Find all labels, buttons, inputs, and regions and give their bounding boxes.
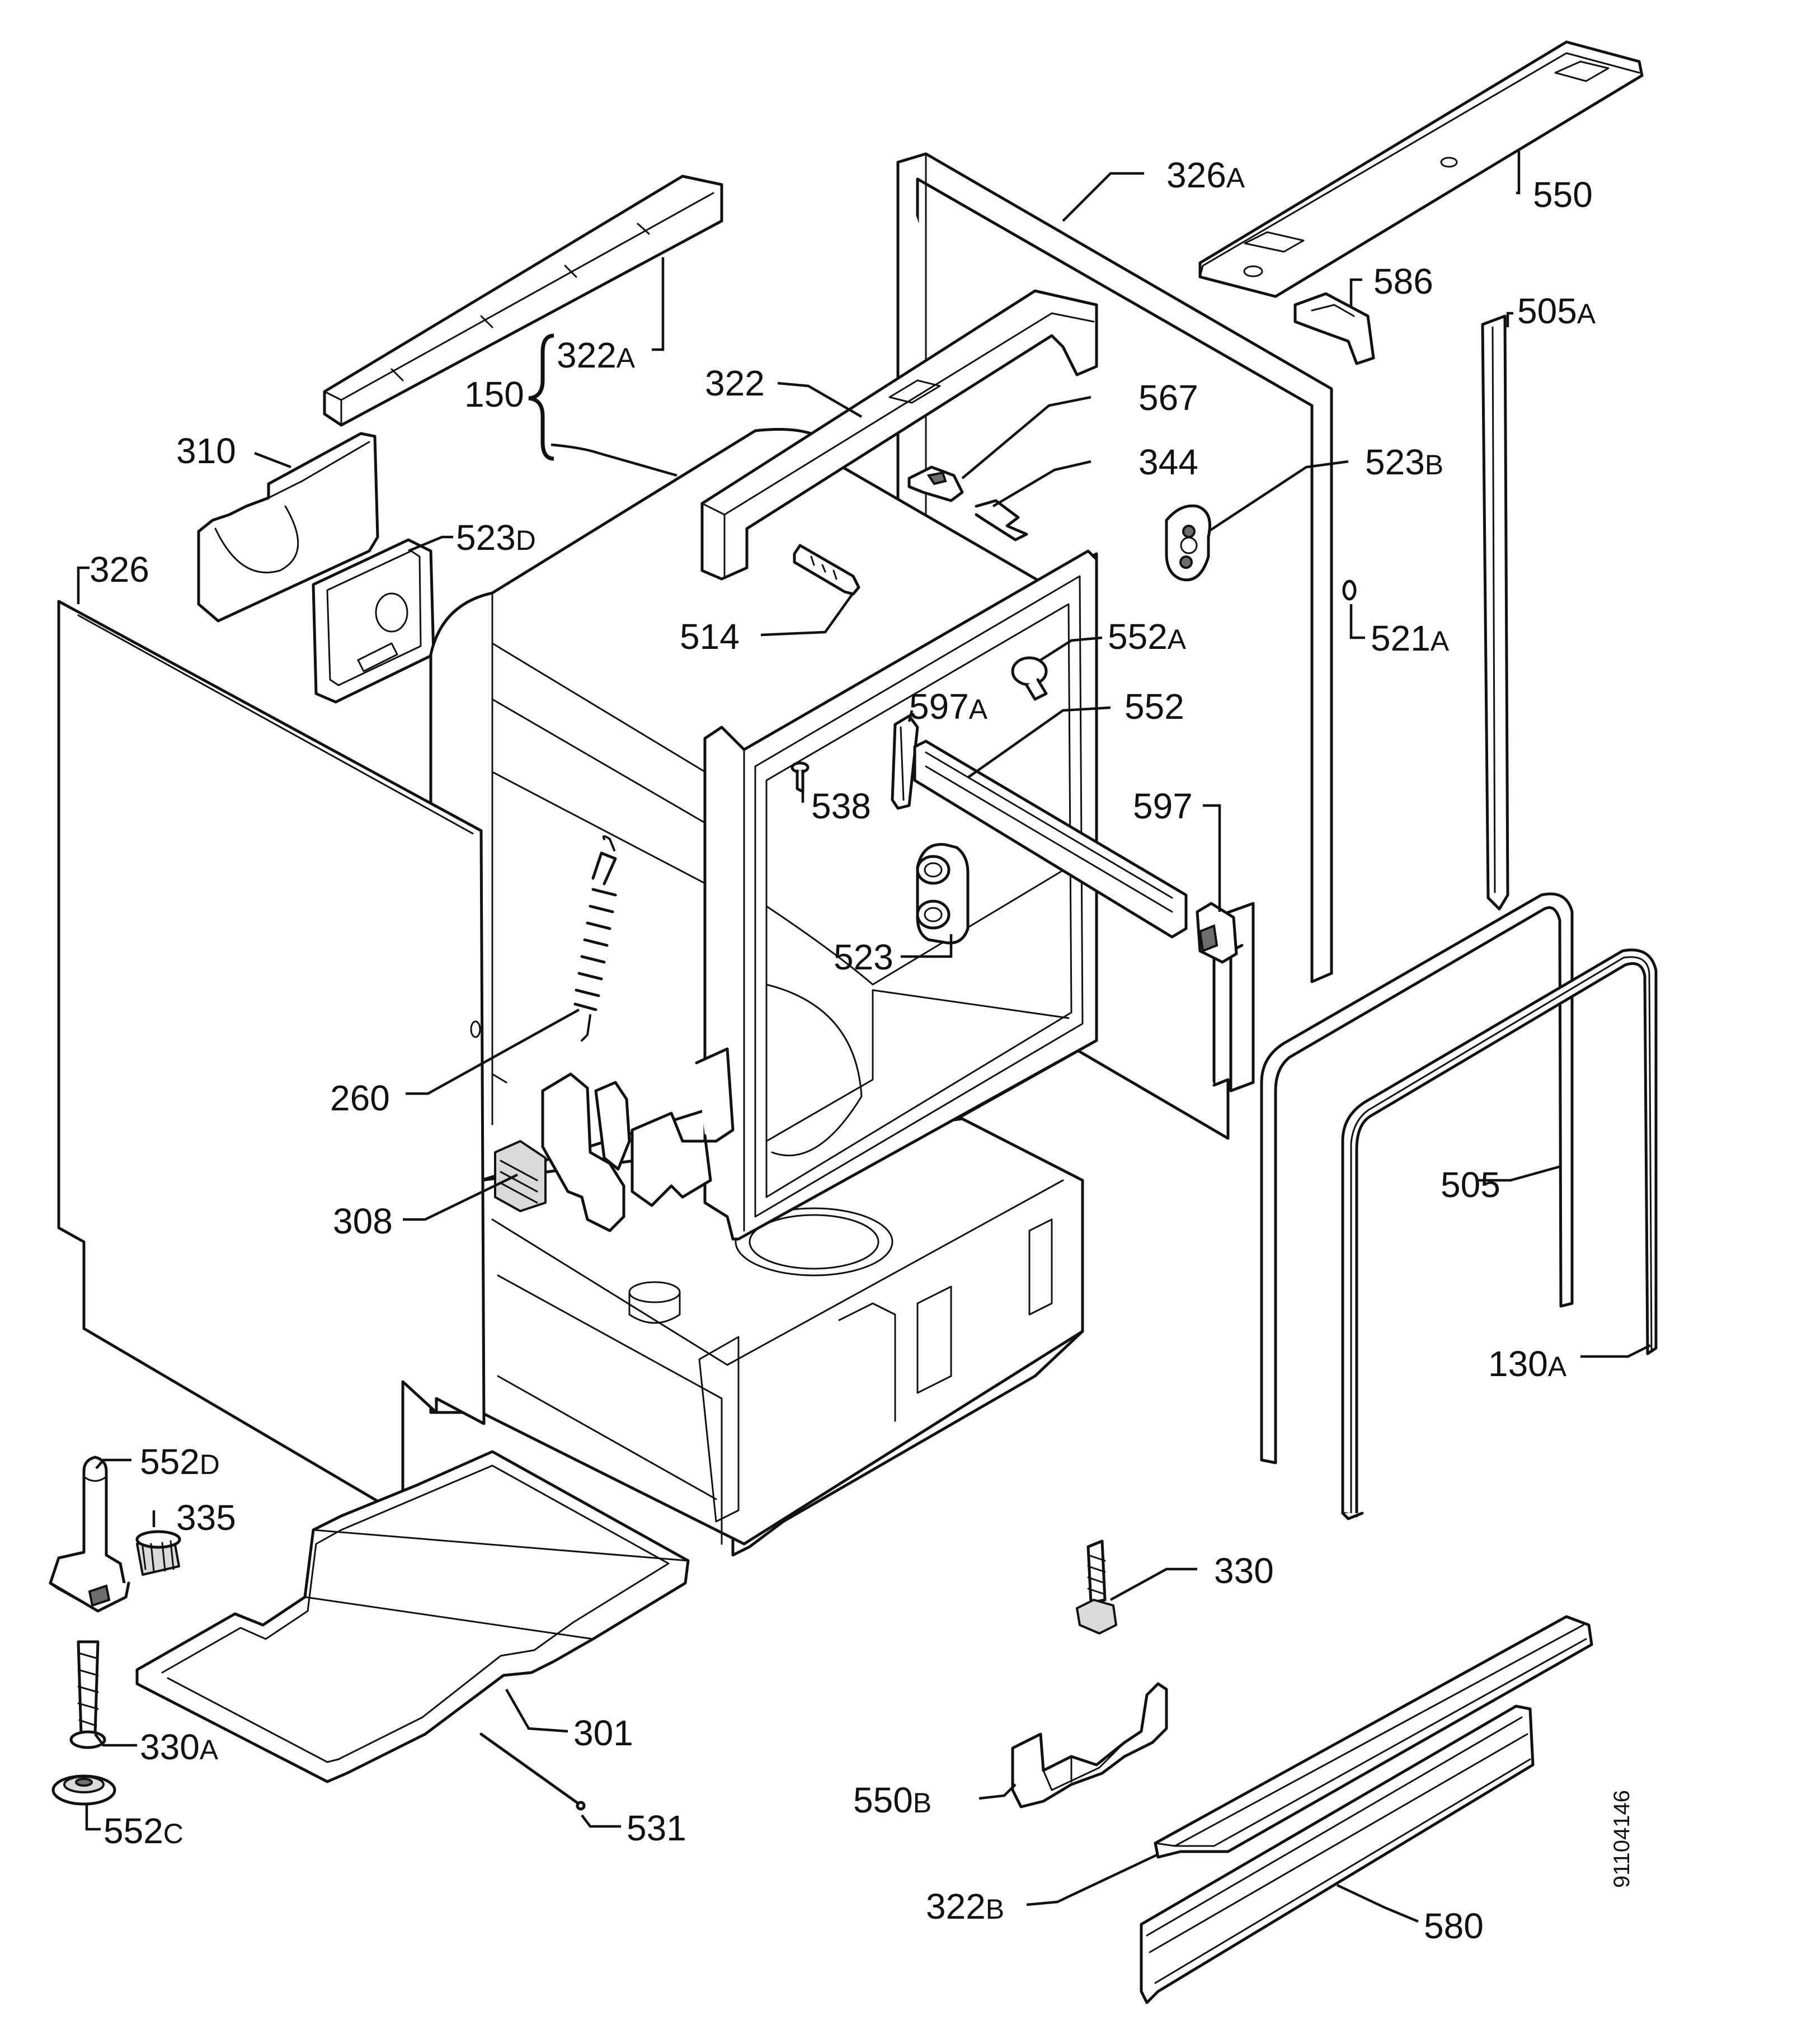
callout-531: 531 xyxy=(627,1808,686,1848)
part-322-door-trim xyxy=(700,289,1098,581)
part-597-block xyxy=(1196,902,1238,964)
part-260-spring xyxy=(573,835,617,1042)
callout-580: 580 xyxy=(1424,1906,1484,1946)
part-308-hinge xyxy=(494,1072,631,1232)
callout-260: 260 xyxy=(330,1078,390,1118)
callout-567: 567 xyxy=(1138,378,1198,418)
callout-550: 550 xyxy=(1533,175,1593,215)
callout-523D: 523D xyxy=(456,517,536,558)
callout-322: 322 xyxy=(705,363,765,403)
callout-597: 597 xyxy=(1133,786,1193,826)
part-505A-strip xyxy=(1481,314,1509,911)
callout-550B: 550B xyxy=(853,1780,931,1820)
callout-labels: 322A 150 310 523D 326 322 326A 550 586 5… xyxy=(90,155,1596,1946)
part-door-frame xyxy=(631,549,1098,1241)
part-552-rail xyxy=(913,740,1188,939)
part-567-clip xyxy=(907,465,964,502)
callout-322A: 322A xyxy=(557,335,636,375)
part-550-top-rail xyxy=(1198,40,1644,298)
callout-523B: 523B xyxy=(1365,442,1443,482)
part-550B-bracket xyxy=(1011,1682,1168,1808)
part-322A-trim xyxy=(323,175,723,427)
callout-505A: 505A xyxy=(1517,291,1596,331)
callout-505: 505 xyxy=(1441,1165,1500,1205)
callout-301: 301 xyxy=(573,1713,633,1753)
part-552A-knob xyxy=(1011,656,1048,701)
part-330-screw xyxy=(1076,1539,1117,1635)
callout-523: 523 xyxy=(834,937,893,977)
callout-326: 326 xyxy=(90,549,149,590)
callout-150: 150 xyxy=(464,374,524,415)
part-552C-foot-cap xyxy=(51,1774,116,1806)
part-523B-gasket xyxy=(1165,504,1211,581)
part-523-grommets xyxy=(916,843,970,945)
part-552D-foot xyxy=(49,1456,130,1613)
callout-330A: 330A xyxy=(140,1727,219,1767)
callout-326A: 326A xyxy=(1166,155,1245,195)
callout-552: 552 xyxy=(1125,686,1184,727)
part-531-rod xyxy=(479,1732,586,1811)
part-597A-latch xyxy=(891,714,919,810)
part-335-nut xyxy=(135,1530,181,1576)
callout-308: 308 xyxy=(333,1201,393,1241)
part-130A-seal xyxy=(1341,948,1658,1520)
callout-586: 586 xyxy=(1373,261,1433,302)
callout-552D: 552D xyxy=(140,1442,220,1482)
callout-552A: 552A xyxy=(1108,616,1187,657)
callout-514: 514 xyxy=(680,616,740,657)
part-538-screw xyxy=(791,761,810,793)
part-586-bracket xyxy=(1293,292,1375,365)
callout-344: 344 xyxy=(1138,442,1198,482)
part-330A-screw xyxy=(69,1640,106,1749)
brace-150 xyxy=(528,333,554,461)
part-521A-ring xyxy=(1342,580,1357,601)
callout-322B: 322B xyxy=(926,1886,1004,1927)
callout-521A: 521A xyxy=(1371,618,1450,658)
callout-552C: 552C xyxy=(103,1811,184,1851)
callout-130A: 130A xyxy=(1488,1344,1567,1384)
part-505-gasket xyxy=(1260,892,1574,1464)
part-514-pin xyxy=(793,544,860,596)
part-301-base-frame xyxy=(135,1450,690,1783)
callout-310: 310 xyxy=(176,431,236,471)
callout-597A: 597A xyxy=(909,686,988,727)
callout-335: 335 xyxy=(176,1497,236,1538)
document-number: 91104146 xyxy=(1610,1790,1634,1888)
callout-538: 538 xyxy=(811,786,871,826)
part-322B-trim xyxy=(1154,1615,1593,1859)
part-310-cover xyxy=(197,432,379,623)
callout-330: 330 xyxy=(1214,1551,1274,1591)
leader-lines xyxy=(77,151,1652,1923)
part-580-kickplate xyxy=(1140,1704,1535,2004)
part-326-side-panel xyxy=(57,600,507,1518)
